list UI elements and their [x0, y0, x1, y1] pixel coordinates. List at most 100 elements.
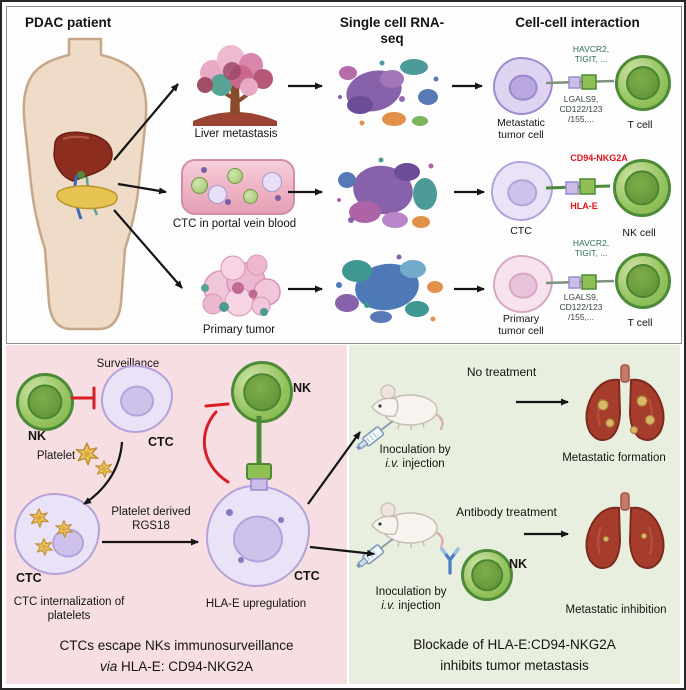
metastatic-tumor-cell [493, 57, 553, 115]
ligand-label-3: LGALS9, CD122/123 /155,... [559, 292, 603, 322]
ligand-label-1: LGALS9, CD122/123 /155,... [559, 94, 603, 124]
metastasis-nodule [629, 425, 639, 435]
patient-title: PDAC patient [25, 15, 112, 30]
antibody-treatment-label: Antibody treatment [456, 505, 557, 519]
ctc-cell-dot [262, 172, 282, 192]
cell-nucleus [507, 178, 537, 207]
ligand-label-2: HLA-E [570, 201, 598, 211]
metastatic-inhibition-label: Metastatic inhibition [565, 604, 667, 616]
right-cell-label-2: NK cell [622, 227, 656, 239]
inoculation-label-1: Inoculation by i.v. injection [365, 443, 465, 472]
blood-cell-dot [275, 195, 281, 201]
metastasis-nodule [636, 395, 648, 407]
pancreas-shape [56, 185, 118, 210]
receptor-label-2: CD94-NKG2A [570, 153, 628, 163]
immune-cell-dot [191, 177, 208, 194]
cell-nucleus [508, 272, 538, 299]
ctc-label-1: CTC [148, 435, 174, 449]
left-cell-label-2: CTC [510, 225, 532, 237]
left-cell-label-3: Primary tumor cell [498, 313, 544, 338]
cell-nucleus [471, 559, 503, 591]
lungs-icon-inhibited [579, 491, 671, 575]
ctc-label-3: CTC [294, 569, 320, 583]
rnaseq-title: Single cell RNA-seq [339, 15, 445, 47]
granule-dot [238, 557, 244, 563]
torso-silhouette [22, 37, 148, 331]
immune-cell-dot [227, 168, 243, 184]
ctc-cell-2-with-platelets [14, 493, 100, 575]
immune-cell-dot [243, 189, 258, 204]
hlae-upregulation-label: HLA-E upregulation [205, 598, 307, 610]
tsne-plot-2 [337, 157, 437, 228]
granule-dot [278, 517, 284, 523]
sample-label-ctc-portal: CTC in portal vein blood [172, 218, 297, 230]
ctc-cell-1 [101, 365, 173, 433]
primary-tumor-illustration [201, 254, 281, 317]
nk-cell-1 [16, 373, 74, 431]
antibody-icon [440, 547, 460, 575]
granule-dot [226, 509, 233, 516]
metastasis-nodule [641, 533, 647, 539]
tsne-plot-1 [338, 59, 439, 126]
blockade-caption-line2: inhibits tumor metastasis [440, 658, 589, 673]
escape-caption-line1: CTCs escape NKs immunosurveillance [59, 638, 294, 653]
portal-vein-illustration [181, 159, 295, 215]
liver-metastasis-illustration [193, 45, 277, 126]
primary-tumor-cell [493, 255, 553, 313]
t-cell-2 [615, 253, 671, 309]
blood-cell-dot [225, 199, 231, 205]
nk-label-2: NK [293, 381, 312, 395]
interaction-title: Cell-cell interaction [515, 15, 640, 30]
nk-cell-2 [231, 361, 293, 423]
gallbladder-shape [77, 171, 85, 179]
platelet-icon [54, 519, 74, 539]
blood-cell-dot [201, 167, 207, 173]
ctc-cell-interaction [491, 161, 553, 221]
t-cell-1 [615, 55, 671, 111]
cell-nucleus [243, 373, 281, 411]
nk-cell-3 [461, 549, 513, 601]
ctc-cell-dot [208, 185, 227, 204]
nk-label-3: NK [509, 557, 528, 571]
injection-text: injection [395, 600, 441, 613]
cell-nucleus [233, 515, 283, 563]
lungs-icon-metastatic [579, 363, 671, 447]
receptor-label-1: HAVCR2, TIGIT, ... [572, 44, 610, 64]
metastasis-nodule [644, 414, 656, 426]
cell-nucleus [624, 170, 660, 206]
blockade-panel: No treatment Metastatic formation Inocul… [349, 345, 680, 684]
platelet-icon [34, 537, 54, 557]
iv-italic: i.v. [385, 458, 400, 471]
rgs18-label: Platelet derived RGS18 [111, 506, 191, 533]
sample-label-primary-tumor: Primary tumor [202, 324, 276, 336]
nk-cell-interaction [613, 159, 671, 217]
liver-shape [53, 131, 113, 182]
sample-label-liver-metastasis: Liver metastasis [194, 128, 278, 140]
left-cell-label-1: Metastatic tumor cell [497, 117, 545, 142]
cell-nucleus [508, 74, 538, 101]
right-cell-label-1: T cell [627, 119, 653, 131]
internalization-label: CTC internalization of platelets [13, 596, 125, 623]
injection-text: injection [399, 458, 445, 471]
metastasis-nodule [603, 536, 609, 542]
cell-nucleus [120, 385, 154, 417]
escape-panel: NK Surveillance CTC Platelet CTC CTC int… [6, 345, 347, 684]
nk-label-1: NK [28, 429, 47, 443]
top-panel: PDAC patient Liver metastasis [6, 6, 682, 344]
ctc-cell-3-hlae [206, 485, 310, 587]
escape-caption-line2-rest: HLA-E: CD94-NKG2A [117, 659, 254, 674]
inoculation-text: Inoculation by [375, 586, 447, 598]
metastasis-nodule [597, 399, 609, 411]
platelet-icon [28, 507, 50, 529]
escape-caption-line2: via HLA-E: CD94-NKG2A [6, 659, 347, 675]
inoculation-text: Inoculation by [379, 444, 451, 456]
cell-nucleus [27, 384, 63, 420]
tsne-plot-3 [335, 254, 443, 323]
blockade-caption-line1: Blockade of HLA-E:CD94-NKG2A [413, 637, 616, 652]
patient-torso-illustration [22, 37, 148, 331]
metastatic-formation-label: Metastatic formation [562, 452, 666, 464]
right-cell-label-3: T cell [627, 317, 653, 329]
no-treatment-label: No treatment [466, 365, 537, 379]
